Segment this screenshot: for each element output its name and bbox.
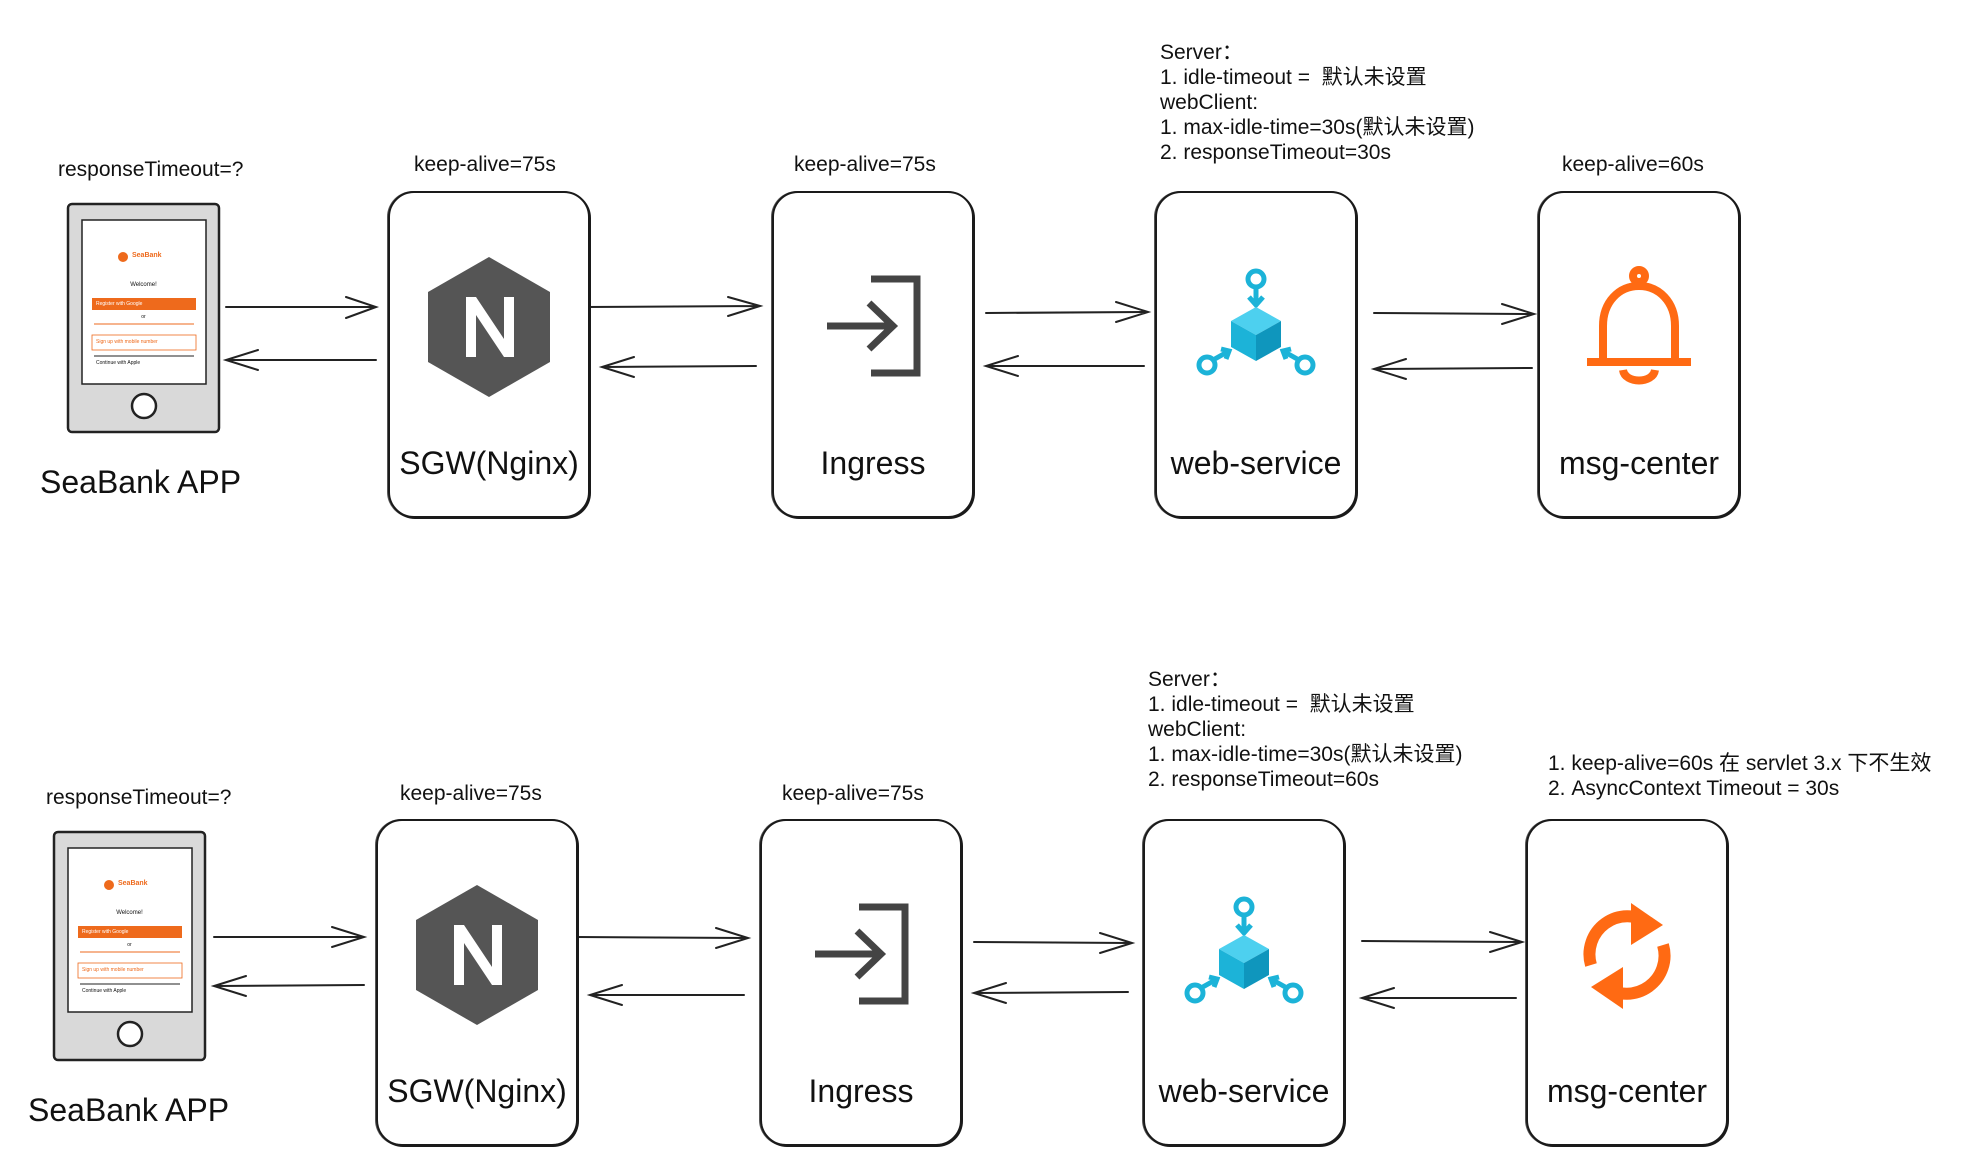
sgw-name: SGW(Nginx) [399, 445, 579, 481]
phone-brand: SeaBank [118, 880, 148, 887]
web-service-name: web-service [1170, 445, 1342, 481]
app-name: SeaBank APP [40, 464, 242, 500]
arrow-web-to-msg-2 [1361, 931, 1526, 953]
web-config-note: Server： 1. idle-timeout = 默认未设置 webClien… [1160, 41, 1475, 164]
msg-center-node: msg-center [1538, 191, 1740, 518]
arrow-web-to-ingress-2 [970, 982, 1129, 1004]
app-timeout-label-2: responseTimeout=? [46, 786, 232, 809]
arrow-sgw-to-ingress-2 [575, 927, 752, 949]
arrow-ingress-to-sgw-2 [586, 984, 745, 1006]
sgw-name-2: SGW(Nginx) [387, 1073, 567, 1109]
sign-in-icon [774, 247, 972, 407]
ingress-keepalive-2: keep-alive=75s [782, 782, 924, 805]
msg-config-note: 1. keep-alive=60s 在 servlet 3.x 下不生效 2. … [1548, 752, 1932, 800]
sync-icon [1528, 875, 1726, 1035]
phone-btn-mobile: Sign up with mobile number [82, 967, 144, 973]
ingress-name-2: Ingress [808, 1073, 914, 1109]
web-service-node: web-service [1155, 191, 1357, 518]
bell-icon [1540, 247, 1738, 407]
app-name-2: SeaBank APP [28, 1092, 230, 1128]
arrow-sgw-to-app-2 [210, 975, 365, 997]
arrow-web-to-msg [1373, 303, 1538, 325]
arrow-sgw-to-ingress [585, 296, 764, 317]
app-timeout-label: responseTimeout=? [58, 158, 244, 181]
nginx-icon [390, 247, 588, 407]
microservice-icon [1157, 247, 1355, 407]
phone-btn-apple: Continue with Apple [82, 988, 127, 994]
phone-btn-apple: Continue with Apple [96, 360, 141, 366]
phone-or: or [141, 314, 146, 320]
arrow-msg-to-web [1370, 358, 1533, 380]
nginx-icon [378, 875, 576, 1035]
web-config-note-2: Server： 1. idle-timeout = 默认未设置 webClien… [1148, 668, 1463, 791]
sgw-node-2: SGW(Nginx) [376, 819, 578, 1146]
arrow-ingress-to-sgw [598, 356, 757, 378]
sgw-node: SGW(Nginx) [388, 191, 590, 518]
phone-or: or [127, 942, 132, 948]
phone-mockup: SeaBank Welcome! Register with Google or… [66, 202, 221, 434]
arrow-app-to-sgw-2 [213, 926, 368, 948]
msg-center-node-2: msg-center [1526, 819, 1728, 1146]
arrow-app-to-sgw [225, 296, 380, 319]
web-service-node-2: web-service [1143, 819, 1345, 1146]
ingress-name: Ingress [820, 445, 926, 481]
arrow-ingress-to-web [985, 301, 1152, 323]
sign-in-icon [762, 875, 960, 1035]
arrow-sgw-to-app [222, 349, 377, 371]
arrow-web-to-ingress [982, 355, 1145, 377]
phone-welcome: Welcome! [116, 910, 143, 916]
msg-center-name: msg-center [1558, 445, 1720, 481]
phone-btn-google: Register with Google [82, 929, 129, 935]
sgw-keepalive-2: keep-alive=75s [400, 782, 542, 805]
phone-welcome: Welcome! [130, 282, 157, 288]
phone-btn-mobile: Sign up with mobile number [96, 339, 158, 345]
ingress-keepalive: keep-alive=75s [794, 153, 936, 176]
phone-brand: SeaBank [132, 252, 162, 259]
sgw-keepalive: keep-alive=75s [414, 153, 556, 176]
msg-keepalive: keep-alive=60s [1562, 153, 1704, 176]
microservice-icon [1145, 875, 1343, 1035]
web-service-name-2: web-service [1158, 1073, 1330, 1109]
phone-btn-google: Register with Google [96, 301, 143, 307]
ingress-node: Ingress [772, 191, 974, 518]
phone-mockup-2: SeaBank Welcome! Register with Google or… [52, 830, 207, 1062]
msg-center-name-2: msg-center [1546, 1073, 1708, 1109]
ingress-node-2: Ingress [760, 819, 962, 1146]
arrow-msg-to-web-2 [1358, 987, 1517, 1009]
arrow-ingress-to-web-2 [973, 932, 1136, 954]
